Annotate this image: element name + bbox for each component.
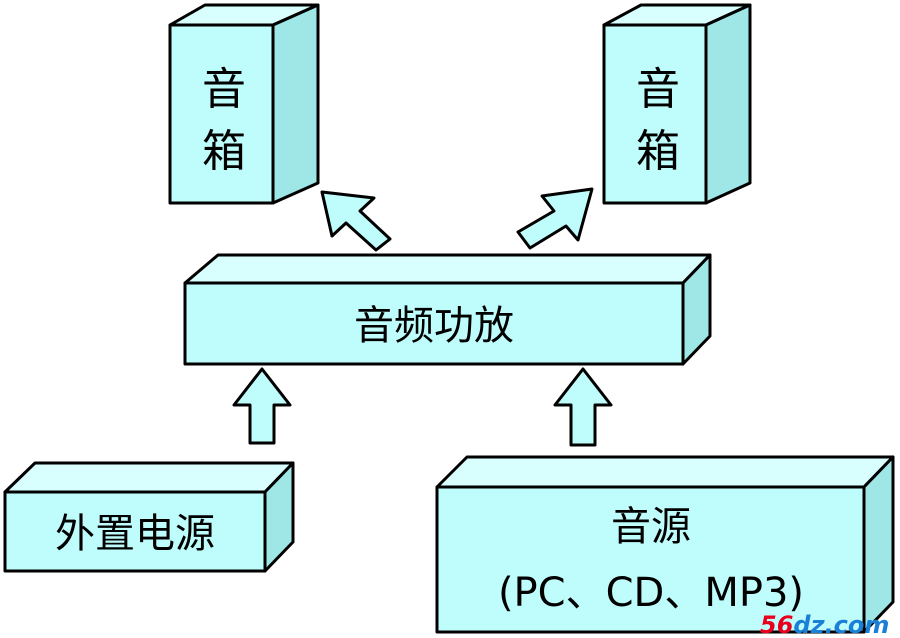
amplifier-box: 音频功放 xyxy=(183,253,712,366)
speaker-right: 音 箱 xyxy=(602,3,752,205)
speaker-left-label-line1: 音 xyxy=(202,64,246,115)
speaker-left-label-line2: 箱 xyxy=(202,126,246,177)
amplifier-label: 音频功放 xyxy=(354,303,514,349)
arrow-source-to-amplifier xyxy=(553,367,613,447)
power-supply-box: 外置电源 xyxy=(3,461,295,573)
arrow-to-speaker-right xyxy=(516,187,594,250)
watermark-part-b: dz.com xyxy=(793,611,889,638)
watermark: 56dz.com xyxy=(760,611,889,638)
power-supply-label: 外置电源 xyxy=(55,511,215,557)
speaker-left: 音 箱 xyxy=(168,3,320,205)
audio-source-label-line1: 音源 xyxy=(611,504,691,550)
arrow-power-to-amplifier xyxy=(232,367,292,445)
audio-source-label-line2: (PC、CD、MP3) xyxy=(498,570,804,616)
speaker-right-label-line1: 音 xyxy=(636,64,680,115)
arrow-to-speaker-left xyxy=(320,190,392,252)
speaker-right-label-line2: 箱 xyxy=(636,126,680,177)
audio-source-box: 音源 (PC、CD、MP3) xyxy=(435,455,895,634)
watermark-part-a: 56 xyxy=(760,611,793,638)
